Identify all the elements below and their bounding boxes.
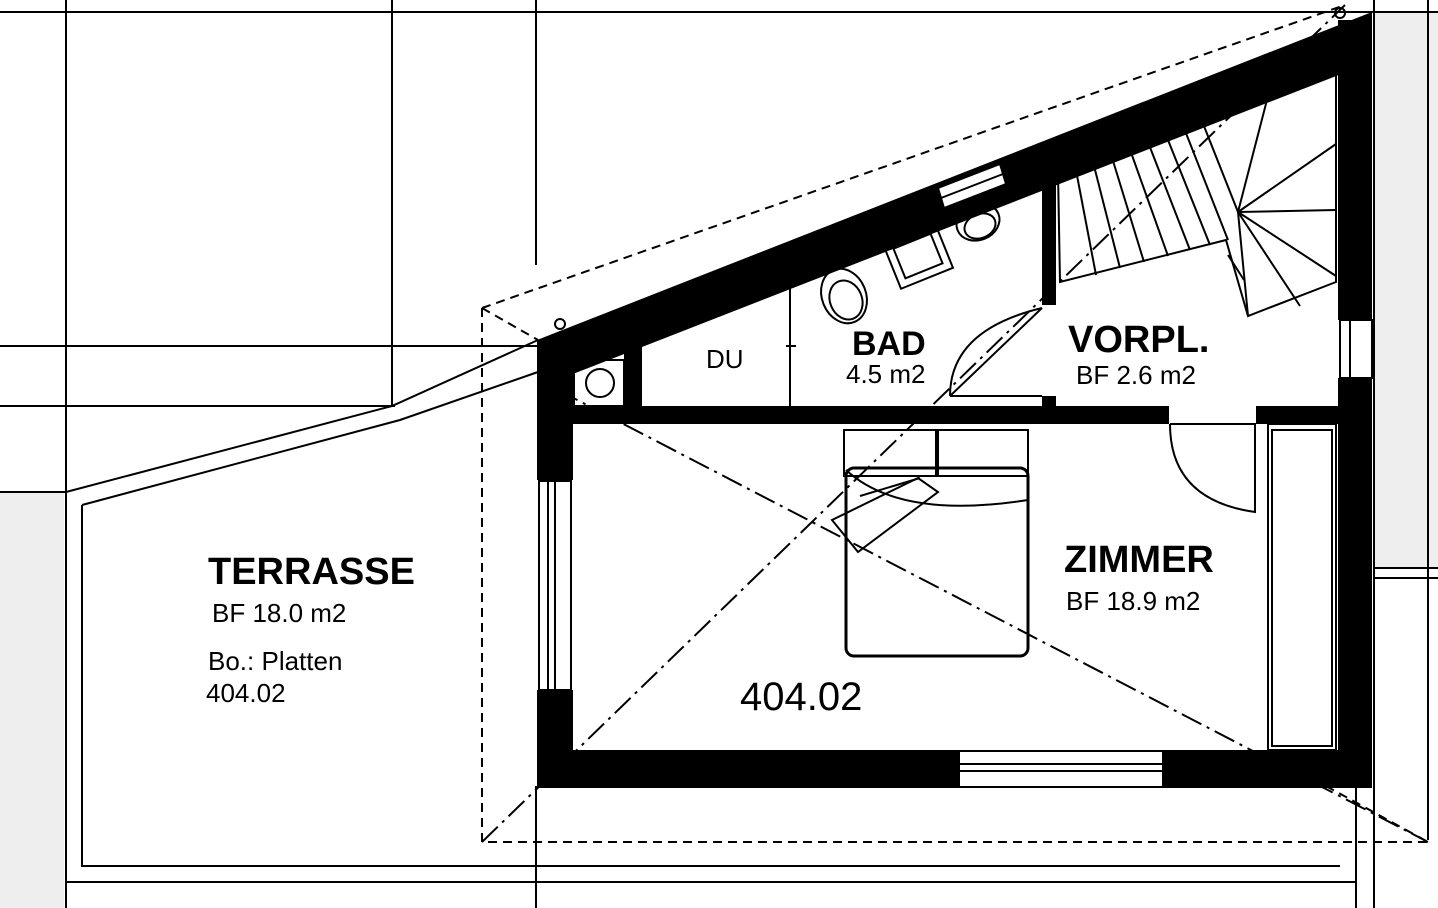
unit-number: 404.02	[740, 675, 862, 719]
survey-markers	[554, 7, 1346, 330]
zimmer-area: BF 18.9 m2	[1066, 586, 1200, 616]
vorplatz-label: VORPL.	[1068, 319, 1209, 361]
du-label: DU	[706, 344, 744, 374]
zimmer-label: ZIMMER	[1064, 539, 1214, 581]
terrasse-area: BF 18.0 m2	[212, 598, 346, 628]
doors	[949, 307, 1256, 514]
bed	[830, 429, 1030, 658]
terrasse-floor: Bo.: Platten	[208, 646, 342, 676]
vorplatz-area: BF 2.6 m2	[1076, 360, 1196, 390]
terrace-outline	[65, 339, 1356, 883]
bad-area: 4.5 m2	[846, 359, 926, 389]
windows	[538, 162, 1373, 788]
wardrobe	[1267, 423, 1337, 751]
walls	[537, 12, 1372, 788]
bad-label: BAD	[852, 325, 926, 363]
bathroom-fixtures	[573, 202, 1001, 407]
terrasse-number: 404.02	[206, 678, 286, 708]
stairs	[1056, 60, 1337, 318]
terrasse-label: TERRASSE	[208, 551, 415, 593]
